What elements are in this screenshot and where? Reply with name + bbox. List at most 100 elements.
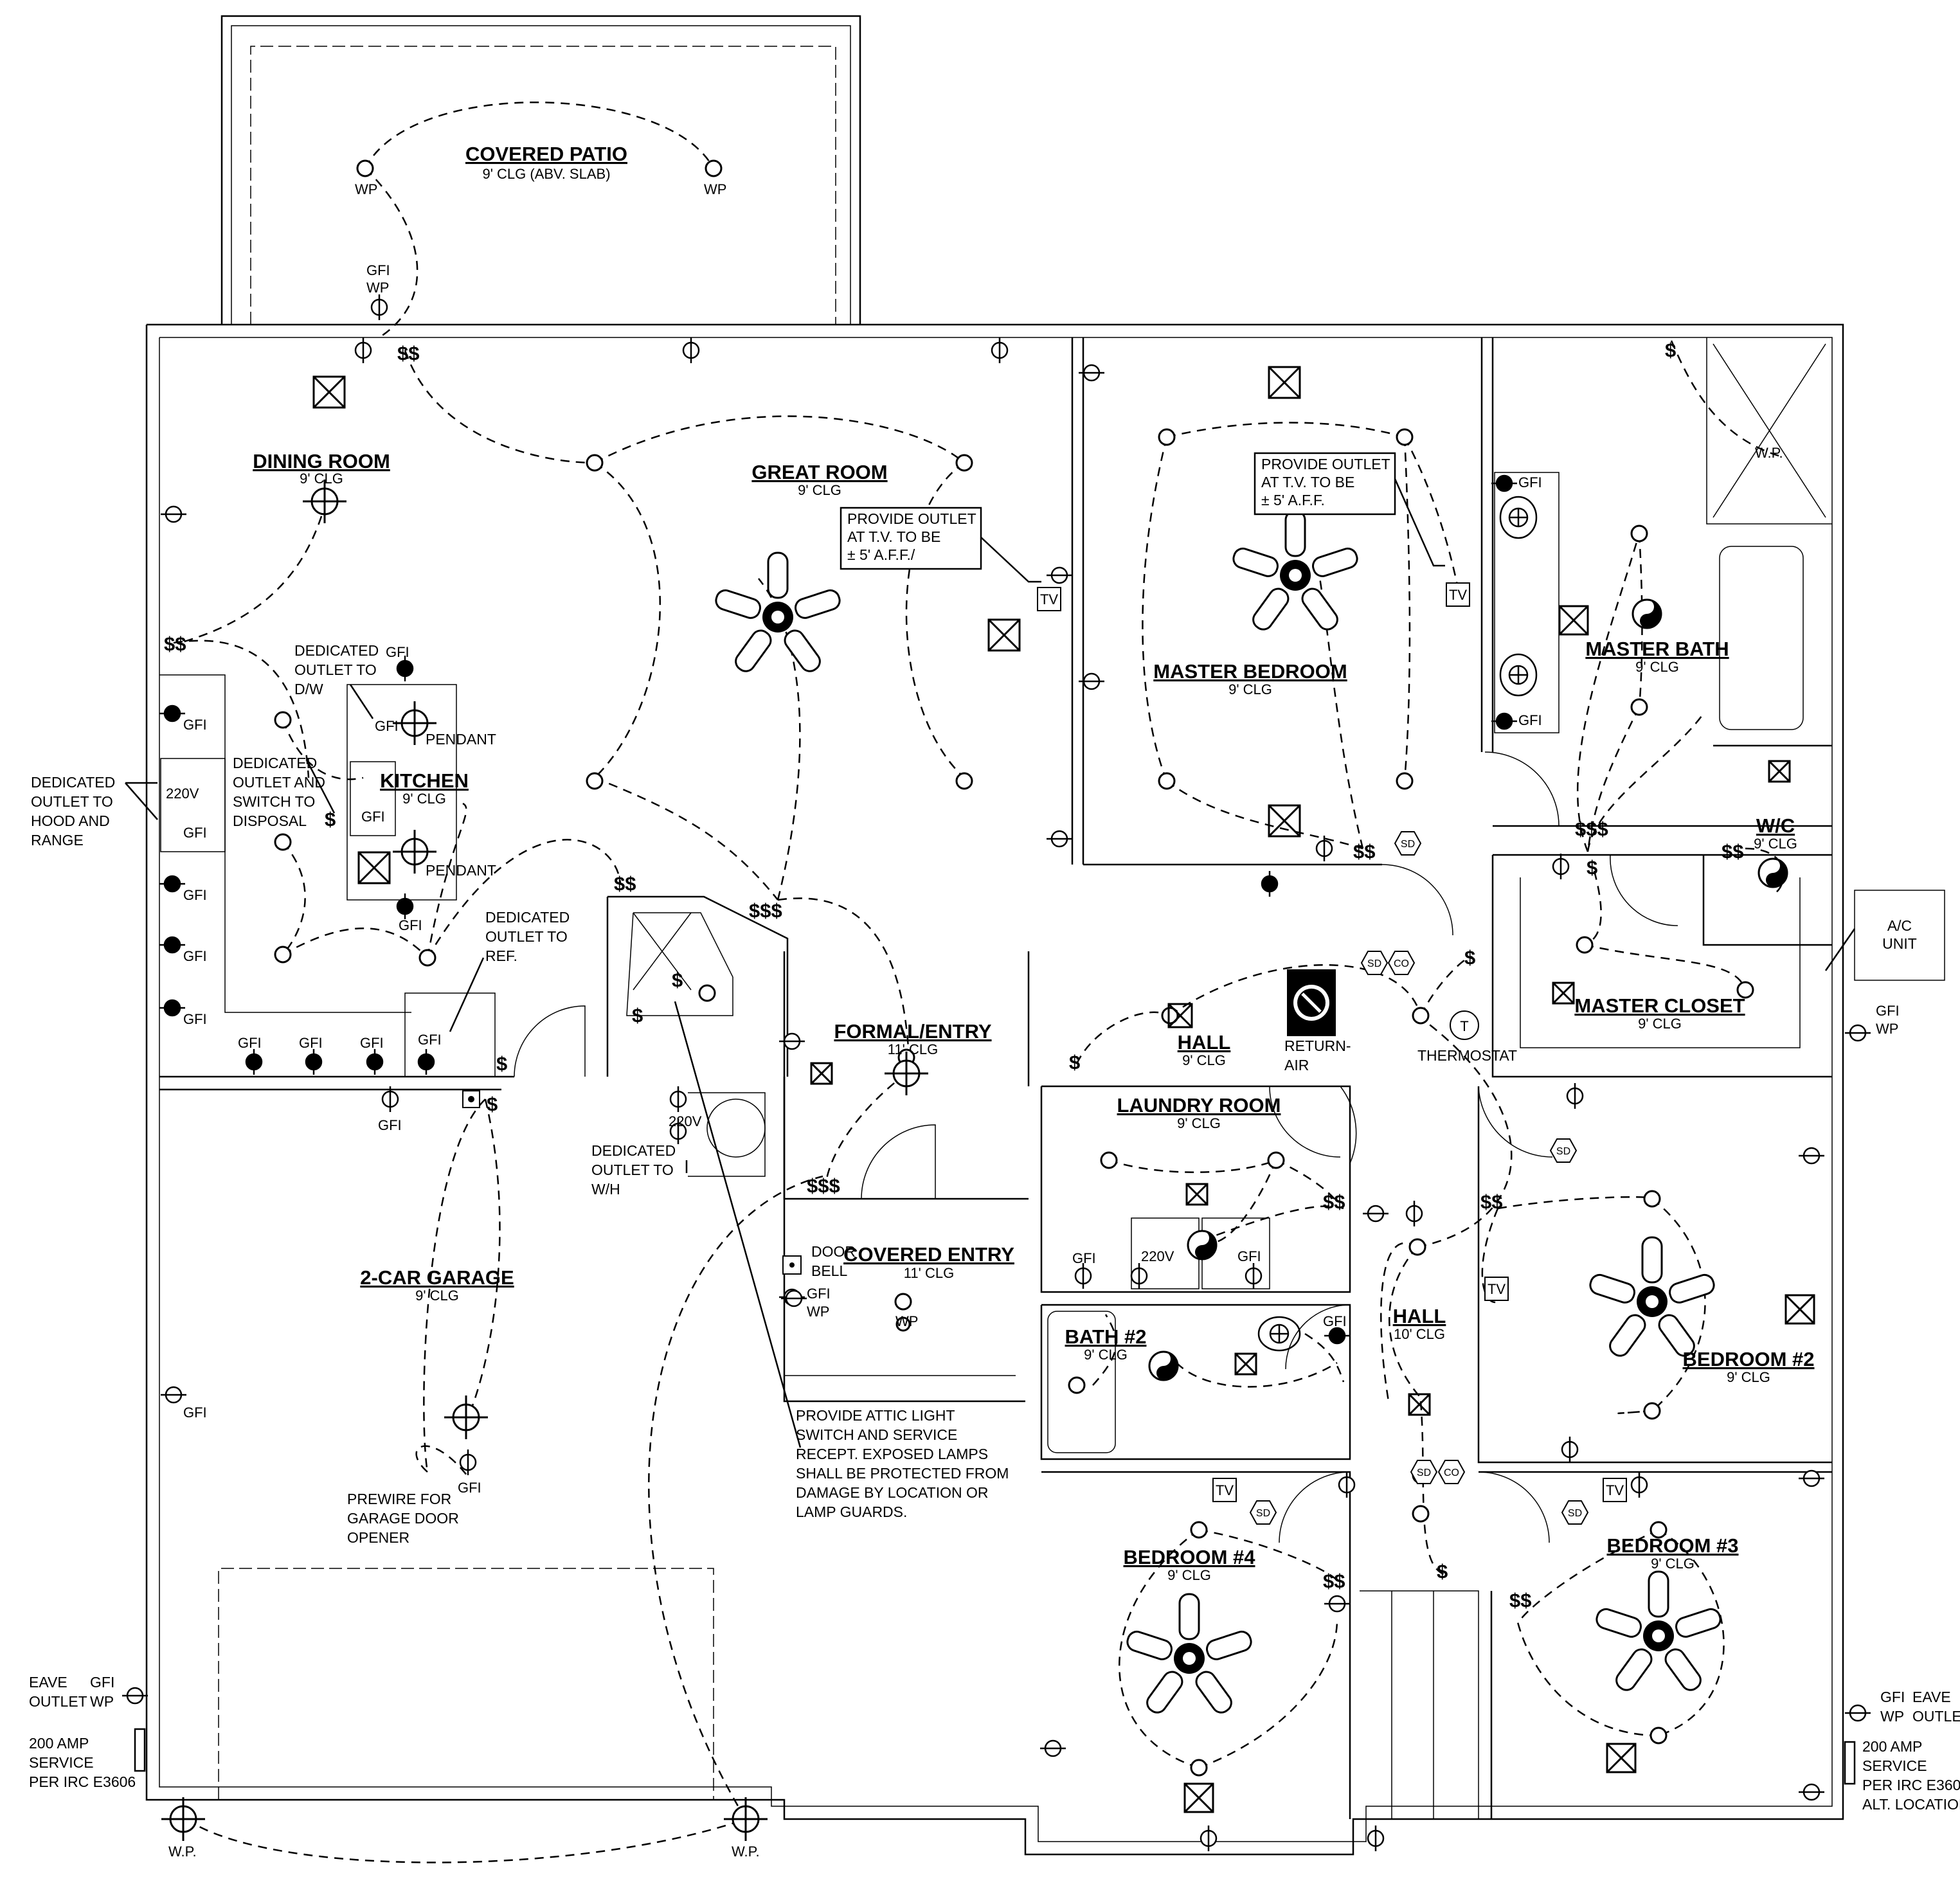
doorbell-label: DOOR BELL — [811, 1243, 856, 1279]
light-fixture-icon — [274, 946, 292, 964]
vanity — [1494, 472, 1560, 733]
note-line: AT T.V. TO BE — [1261, 474, 1354, 490]
room-name: BEDROOM #3 — [1607, 1534, 1739, 1557]
note-line: PROVIDE ATTIC LIGHT — [796, 1407, 955, 1424]
heat-lamp-icon — [1632, 598, 1662, 629]
gfi-label: GFI — [1072, 1250, 1096, 1266]
heat-vents — [1148, 598, 1788, 1381]
note-line: OUTLET TO — [31, 793, 113, 810]
ceiling-light-icon — [444, 1395, 488, 1439]
tv-label: TV — [1216, 1482, 1234, 1498]
receptacle-icon — [161, 505, 186, 523]
tv-note-box-master — [1254, 452, 1396, 516]
room-name: COVERED PATIO — [465, 143, 627, 165]
note-line: EAVE — [29, 1674, 67, 1691]
light-fixture-icon — [894, 1293, 912, 1311]
exhaust-fan-icon — [1606, 1743, 1637, 1773]
gfi-receptacle-icon — [245, 1049, 263, 1075]
smoke-detector-icon: SD — [1549, 1138, 1578, 1163]
detectors: SD SD CO SD SD CO SD SD — [1249, 831, 1589, 1525]
switch-symbol: $$ — [1323, 1570, 1345, 1592]
room-ceiling: 9' CLG (ABV. SLAB) — [482, 166, 610, 182]
wall-bed2 — [1477, 1086, 1832, 1464]
attic-note: PROVIDE ATTIC LIGHT SWITCH AND SERVICE R… — [796, 1407, 1009, 1520]
receptacle-icon — [1367, 1826, 1385, 1851]
tv-label: TV — [1040, 591, 1058, 607]
note-texts: PROVIDE OUTLET AT T.V. TO BE ± 5' A.F.F.… — [29, 456, 1960, 1813]
garage-door-opener-switch-icon — [462, 1090, 480, 1108]
co-detector-icon: CO — [1387, 951, 1416, 975]
light-fixture-icon — [1408, 1238, 1426, 1256]
switch-symbol: $$ — [614, 872, 636, 895]
gfi-receptacle-icon — [305, 1049, 323, 1075]
wh-note: DEDICATED OUTLET TO W/H — [591, 1142, 676, 1198]
receptacle-icon — [161, 1386, 186, 1404]
note-line: RECEPT. EXPOSED LAMPS — [796, 1446, 988, 1462]
sd-label: SD — [1256, 1508, 1270, 1519]
pendant-label: PENDANT — [426, 862, 496, 879]
exhaust-fan-icon — [1185, 1183, 1209, 1206]
switch-symbol: $ — [1069, 1051, 1080, 1073]
light-fixture-icon — [586, 772, 604, 790]
room-name: KITCHEN — [380, 769, 469, 792]
co-label: CO — [1444, 1467, 1459, 1478]
gfi-label: GFI — [183, 887, 207, 903]
note-line: DAMAGE BY LOCATION OR — [796, 1484, 988, 1501]
gfi-receptacle-icon — [159, 875, 185, 893]
light-fixture-icon — [705, 159, 723, 177]
gfi-label: GFI — [399, 917, 422, 933]
note-line: BELL — [811, 1262, 847, 1279]
note-line: DEDICATED — [591, 1142, 676, 1159]
room-name: BATH #2 — [1065, 1325, 1147, 1348]
receptacle-icon — [1630, 1472, 1648, 1498]
receptacle-icon — [1079, 364, 1104, 382]
receptacle-icon — [1074, 1263, 1092, 1289]
switch-symbol: $$ — [1722, 840, 1743, 863]
light-fixture-icon — [1650, 1727, 1668, 1745]
light-fixture-icon — [1736, 981, 1754, 999]
wp-label: WP — [1880, 1708, 1904, 1725]
gfi-label: GFI — [238, 1035, 262, 1051]
pendant-light-icon — [393, 830, 436, 874]
switch-symbol: $$$ — [1575, 818, 1608, 840]
vanity-sink-icon — [1257, 1316, 1301, 1352]
gfi-label: GFI — [361, 809, 385, 825]
gfi-receptacle-icon — [159, 704, 185, 722]
gfi-receptacle-icon — [159, 999, 185, 1017]
receptacle-icon — [1047, 566, 1072, 584]
gfi-receptacle-icon — [396, 656, 414, 681]
gfi-label: GFI — [1323, 1313, 1347, 1329]
light-fixture-icon — [274, 711, 292, 729]
note-line: UNIT — [1882, 935, 1917, 952]
co-label: CO — [1394, 958, 1409, 969]
walls — [134, 15, 1945, 1856]
tv-outlets: TV TV TV TV TV — [1037, 582, 1627, 1502]
note-line: SWITCH AND SERVICE — [796, 1426, 957, 1443]
note-line: ALT. LOCATION — [1862, 1796, 1960, 1813]
room-name: DINING ROOM — [253, 450, 390, 472]
room-name: 2-CAR GARAGE — [360, 1266, 514, 1289]
gfi-label: GFI — [418, 1032, 442, 1048]
room-name: MASTER BEDROOM — [1153, 660, 1347, 683]
note-line: DEDICATED — [31, 774, 115, 791]
note-line: PREWIRE FOR — [347, 1491, 451, 1507]
room-ceiling: 9' CLG — [1754, 836, 1797, 852]
note-line: EAVE — [1912, 1689, 1951, 1705]
ref-note: DEDICATED OUTLET TO REF. — [485, 909, 570, 964]
exhaust-fan-icon — [1558, 605, 1589, 636]
gfi-receptacle-icon — [1324, 1327, 1350, 1345]
ceiling-fan-icon — [1596, 1570, 1722, 1691]
vanity-sink-icon — [1499, 496, 1538, 539]
wp-label: WP — [1876, 1021, 1898, 1037]
garage-door — [218, 1568, 714, 1800]
tv-label: TV — [1606, 1482, 1624, 1498]
room-name: LAUNDRY ROOM — [1117, 1094, 1281, 1117]
circuit-wiring — [173, 102, 1785, 1863]
room-name: COVERED ENTRY — [843, 1243, 1014, 1266]
wp-label: WP — [355, 181, 377, 197]
room-name: FORMAL/ENTRY — [834, 1020, 991, 1043]
heat-lamp-icon — [1187, 1230, 1218, 1261]
switch-symbol: $ — [487, 1093, 498, 1115]
note-line: SHALL BE PROTECTED FROM — [796, 1465, 1009, 1482]
